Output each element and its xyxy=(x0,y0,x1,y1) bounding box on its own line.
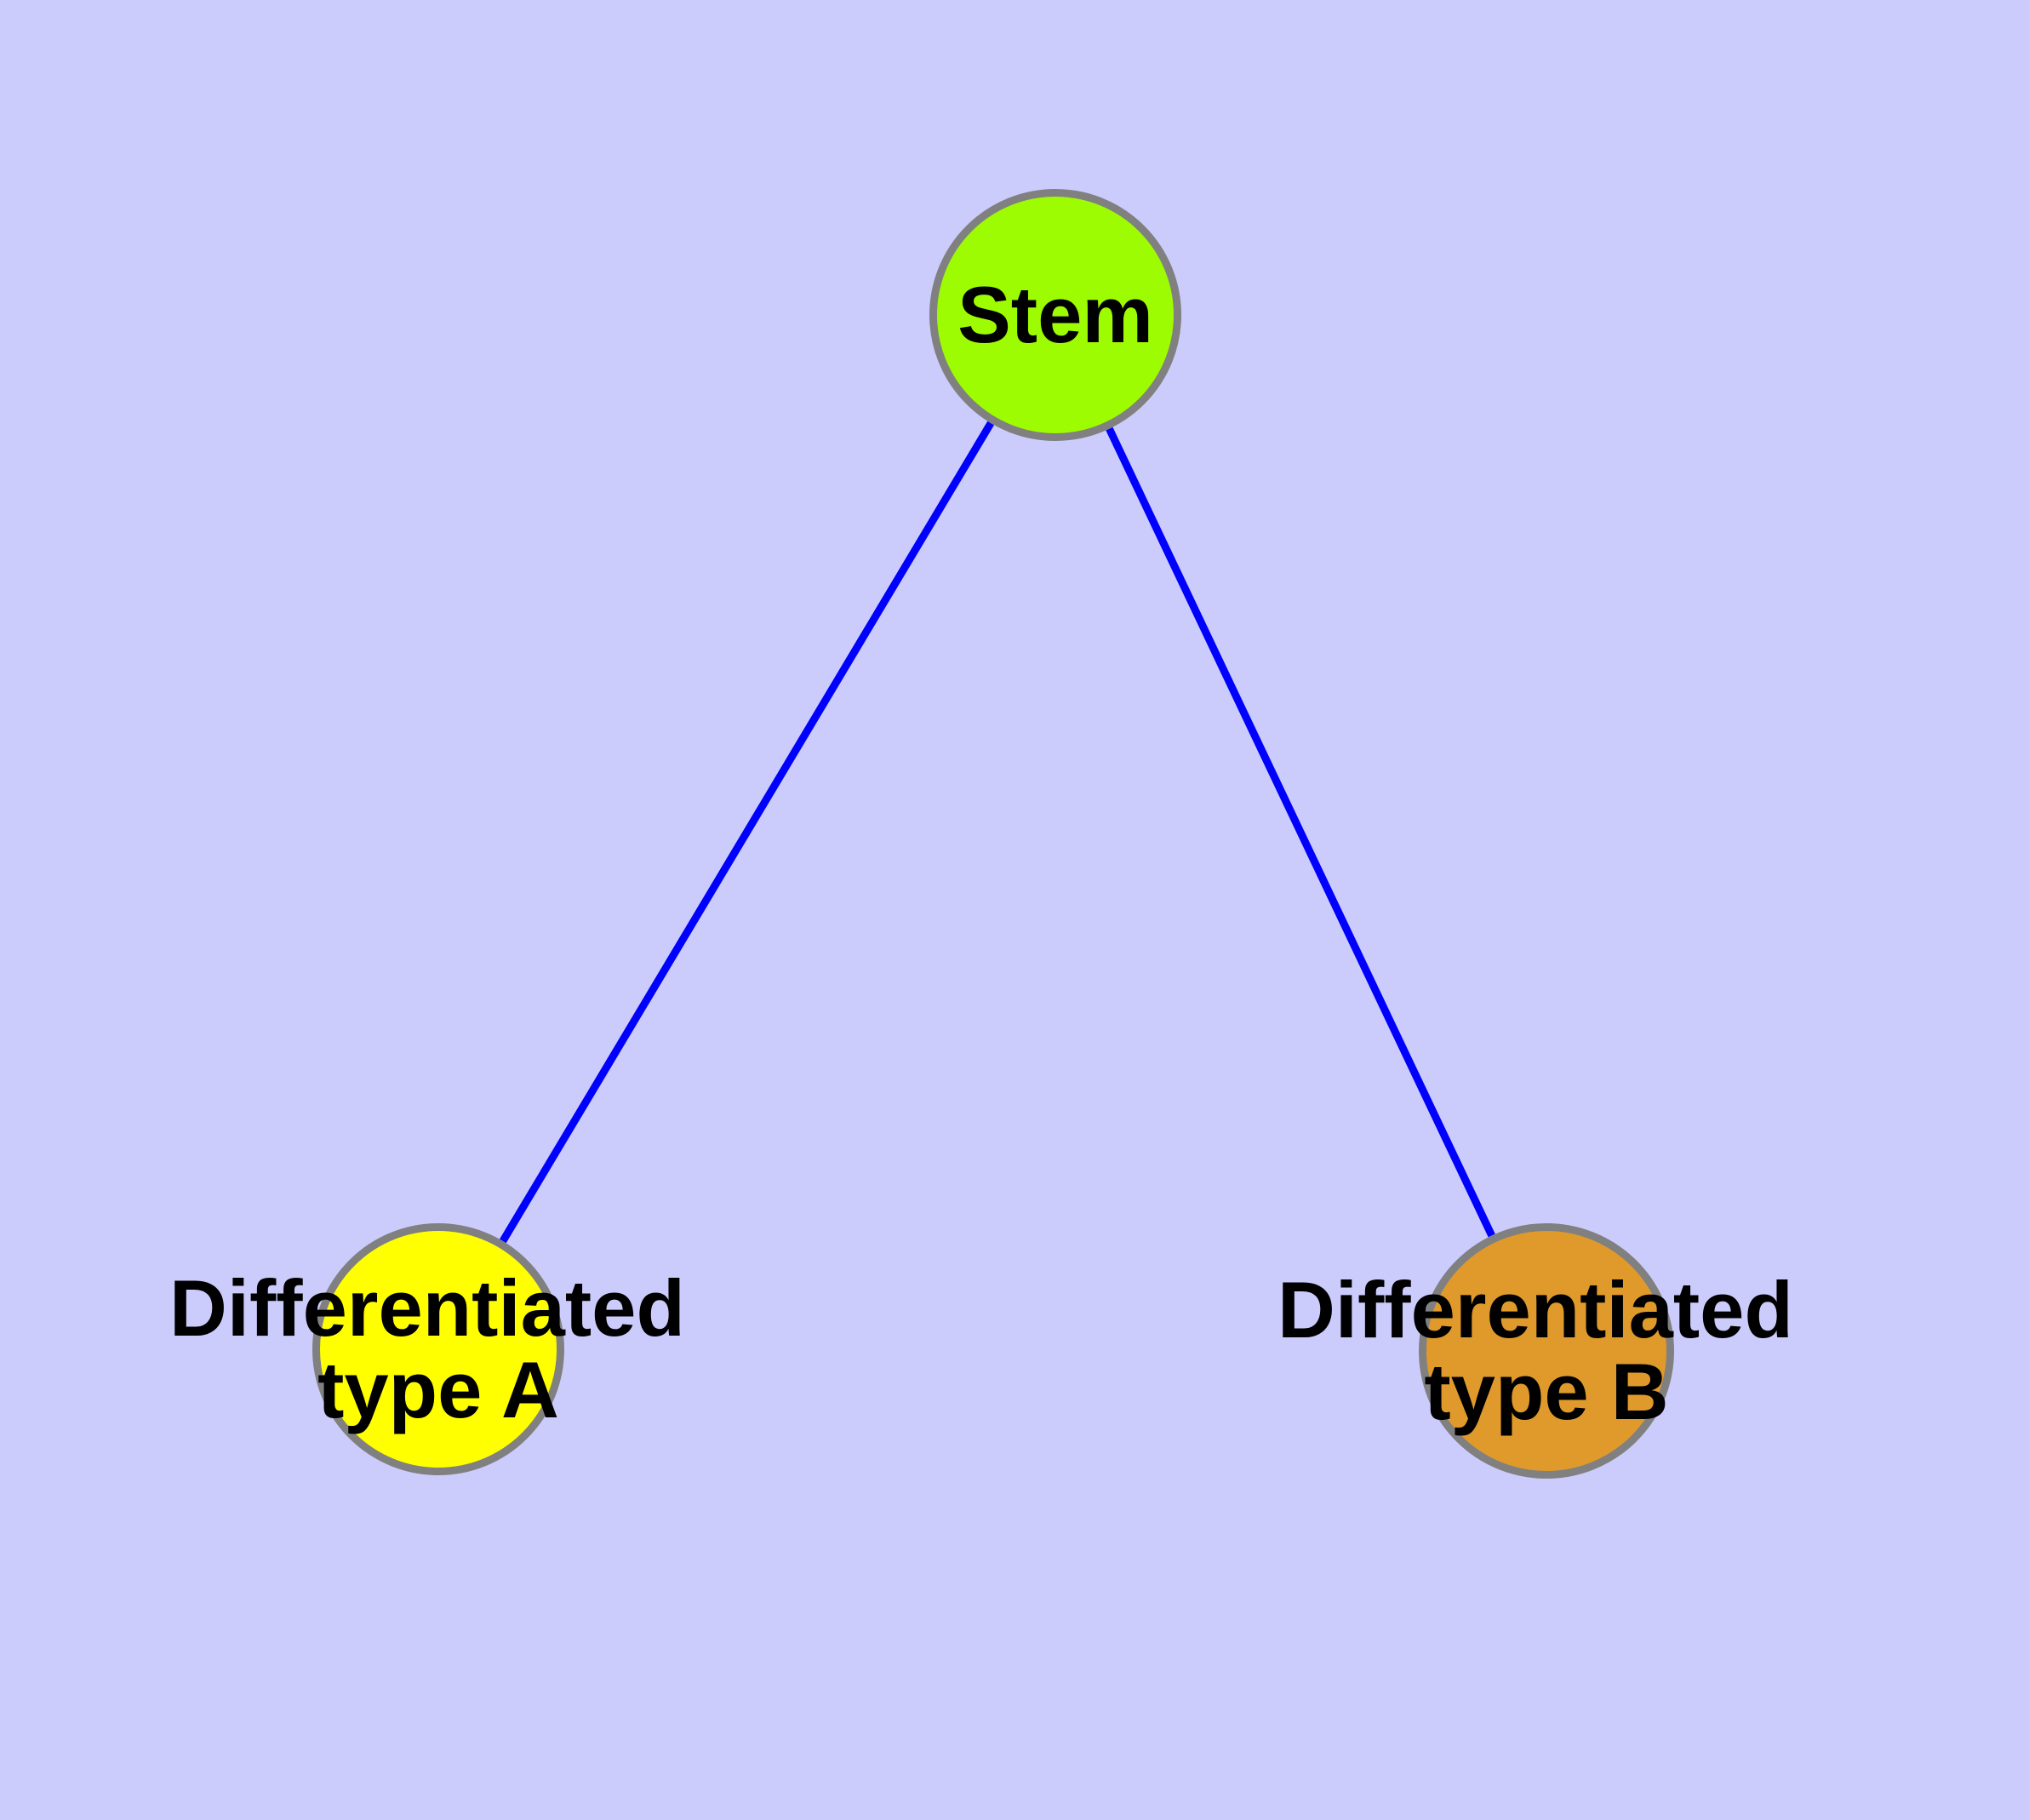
node-differentiated-type-a-circle[interactable] xyxy=(312,1223,564,1475)
node-stem-circle[interactable] xyxy=(929,189,1181,441)
edge-stem-to-type-a[interactable] xyxy=(499,421,995,1244)
node-differentiated-type-a-label: Differentiated type A xyxy=(169,1263,707,1434)
labels-layer: Stem Differentiated type A Differentiate… xyxy=(169,270,1815,1436)
node-differentiated-type-b-circle[interactable] xyxy=(1419,1223,1674,1479)
node-stem[interactable] xyxy=(929,189,1181,441)
node-type-a-label-line-1: Differentiated xyxy=(169,1263,685,1353)
edge-stem-to-type-b[interactable] xyxy=(1106,426,1495,1238)
edges-layer xyxy=(499,421,1495,1244)
node-type-b-label-line-1: Differentiated xyxy=(1277,1265,1793,1354)
node-stem-label-line-1: Stem xyxy=(957,270,1153,359)
node-type-b-label-line-2: type B xyxy=(1424,1347,1668,1436)
node-type-a-label-line-2: type A xyxy=(317,1345,559,1434)
node-differentiated-type-b-label: Differentiated type B xyxy=(1277,1265,1815,1436)
node-stem-label: Stem xyxy=(957,270,1153,359)
node-differentiated-type-a[interactable] xyxy=(312,1223,564,1475)
node-differentiated-type-b[interactable] xyxy=(1419,1223,1674,1479)
nodes-layer xyxy=(312,189,1674,1479)
